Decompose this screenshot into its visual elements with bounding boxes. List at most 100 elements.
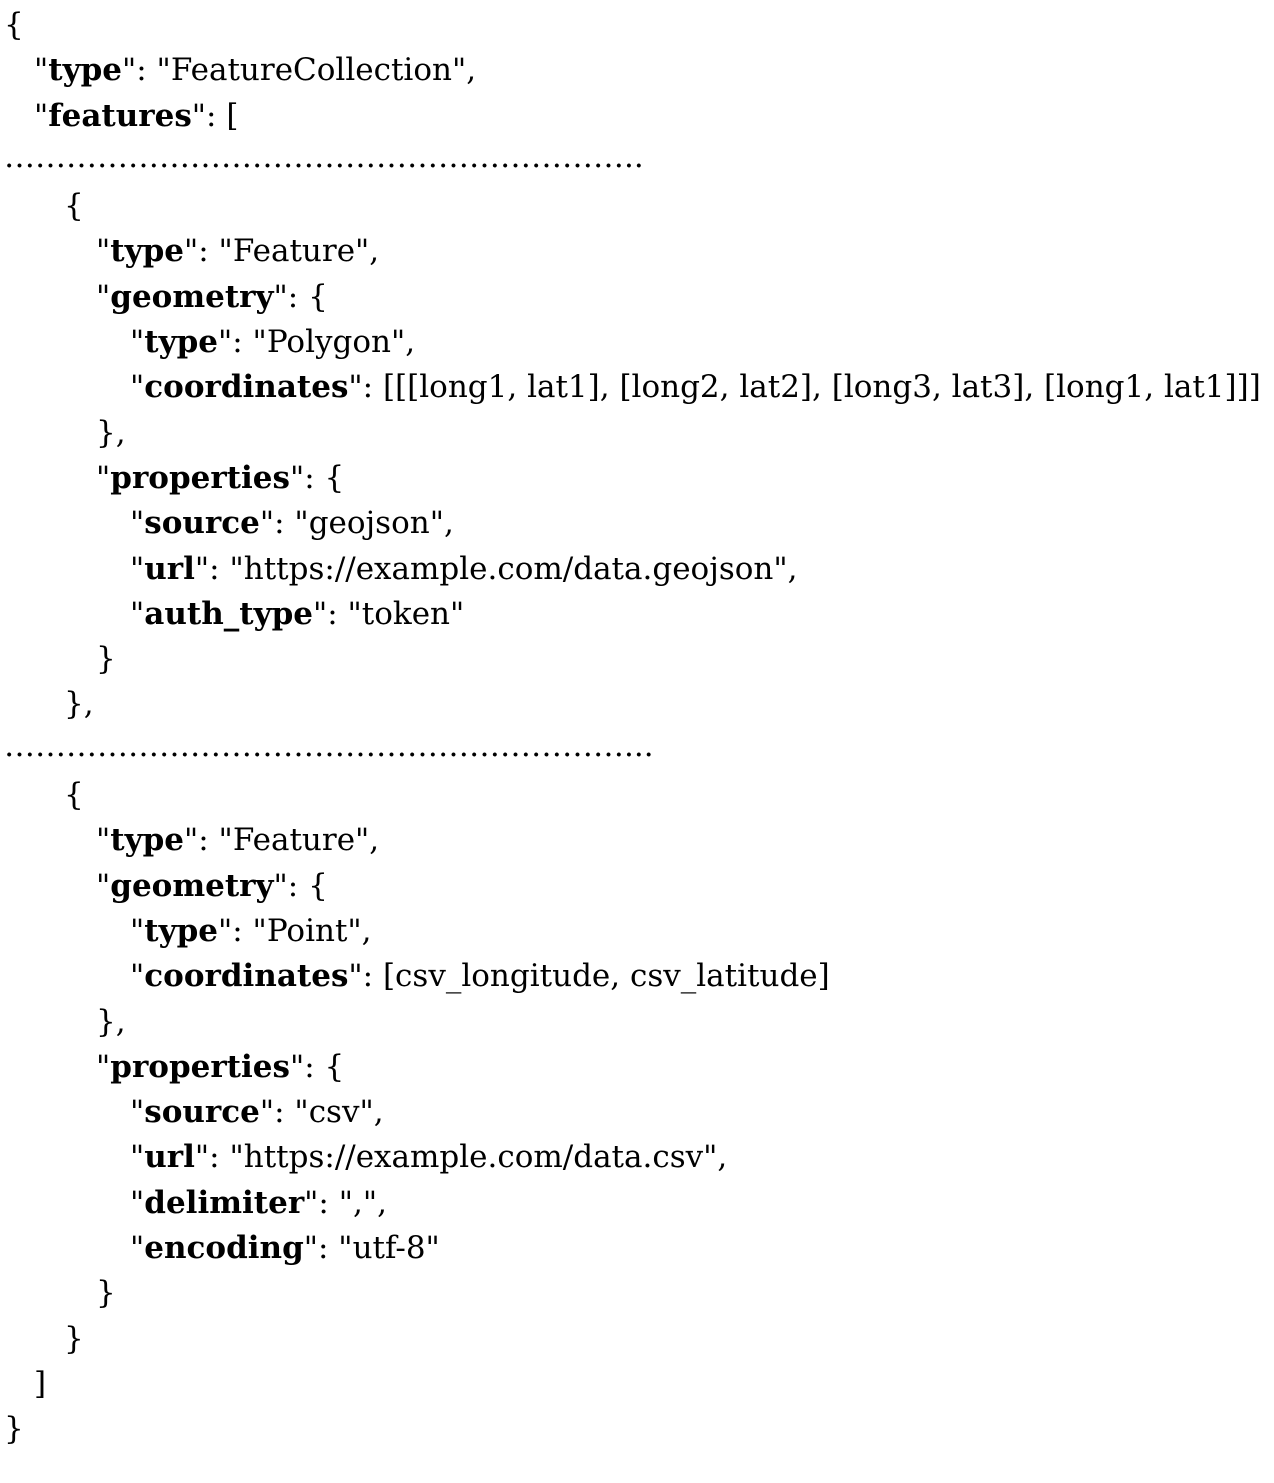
code-text: "	[96, 822, 111, 859]
json-key: coordinates	[144, 958, 349, 995]
code-text: "	[96, 867, 111, 904]
json-value: ": {	[273, 867, 328, 904]
code-text: ……………………………………………………...	[4, 727, 654, 764]
json-key: auth_type	[144, 595, 313, 632]
code-line: "properties": {	[4, 456, 1274, 501]
code-text: },	[64, 686, 94, 723]
code-text: "	[130, 1184, 145, 1221]
code-line: "source": "geojson",	[4, 501, 1274, 546]
json-value: ": "token"	[312, 595, 465, 632]
code-line: "type": "Point",	[4, 909, 1274, 954]
code-line: },	[4, 1000, 1274, 1045]
json-key: properties	[110, 1048, 290, 1085]
json-key: encoding	[144, 1230, 304, 1267]
json-value: ": "FeatureCollection",	[122, 52, 477, 89]
code-text: "	[130, 912, 145, 949]
json-key: features	[48, 97, 192, 134]
code-text: "	[130, 958, 145, 995]
code-line: {	[4, 773, 1274, 818]
json-key: source	[144, 1094, 260, 1131]
code-text: "	[34, 52, 49, 89]
code-line: },	[4, 411, 1274, 456]
code-text: "	[96, 459, 111, 496]
json-value: ": "Feature",	[184, 822, 380, 859]
json-value: ": "Point",	[218, 912, 372, 949]
code-text: "	[130, 505, 145, 542]
json-key: url	[144, 1139, 195, 1176]
code-line: "geometry": {	[4, 275, 1274, 320]
code-line: "type": "Polygon",	[4, 320, 1274, 365]
json-key: coordinates	[144, 369, 349, 406]
json-value: ": {	[273, 278, 328, 315]
json-value: ": [[[long1, lat1], [long2, lat2], [long…	[348, 369, 1261, 406]
ellipsis-separator: ……………………………………………………..	[4, 139, 1274, 184]
code-text: {	[64, 188, 84, 225]
code-text: "	[130, 324, 145, 361]
code-text: "	[34, 97, 49, 134]
json-value: ": "geojson",	[259, 505, 454, 542]
code-text: }	[96, 1275, 116, 1312]
json-key: geometry	[110, 278, 274, 315]
code-line: {	[4, 3, 1274, 48]
code-text: "	[96, 1048, 111, 1085]
json-value: ": "csv",	[259, 1094, 384, 1131]
code-line: "geometry": {	[4, 864, 1274, 909]
code-text: "	[130, 595, 145, 632]
json-key: type	[48, 52, 122, 89]
json-value: ": "https://example.com/data.geojson",	[194, 550, 798, 587]
code-text: }	[4, 1411, 24, 1448]
code-line: {	[4, 184, 1274, 229]
code-line: ]	[4, 1362, 1274, 1407]
code-line: "encoding": "utf-8"	[4, 1226, 1274, 1271]
code-text: },	[96, 1003, 126, 1040]
code-text: ……………………………………………………..	[4, 138, 644, 175]
code-line: }	[4, 1317, 1274, 1362]
code-line: "delimiter": ",",	[4, 1181, 1274, 1226]
code-line: },	[4, 682, 1274, 727]
json-value: ": {	[289, 459, 345, 496]
json-key: delimiter	[144, 1184, 305, 1221]
code-text: {	[64, 777, 84, 814]
json-value: ": "Feature",	[184, 233, 380, 270]
ellipsis-separator: ……………………………………………………...	[4, 728, 1274, 773]
code-text: "	[130, 1230, 145, 1267]
json-key: source	[144, 505, 260, 542]
code-line: "type": "FeatureCollection",	[4, 48, 1274, 93]
code-line: "type": "Feature",	[4, 818, 1274, 863]
code-line: }	[4, 1407, 1274, 1452]
code-line: "source": "csv",	[4, 1090, 1274, 1135]
code-line: "url": "https://example.com/data.csv",	[4, 1135, 1274, 1180]
json-value: ": [csv_longitude, csv_latitude]	[348, 958, 830, 995]
code-text: "	[130, 1094, 145, 1131]
json-key: type	[110, 822, 184, 859]
code-text: "	[130, 1139, 145, 1176]
code-text: ]	[34, 1365, 47, 1402]
code-text: "	[96, 233, 111, 270]
json-value: ": "Polygon",	[218, 324, 416, 361]
json-key: properties	[110, 459, 290, 496]
json-value: ": ",",	[304, 1184, 387, 1221]
code-text: },	[96, 414, 126, 451]
json-key: url	[144, 550, 195, 587]
json-value: ": [	[191, 97, 239, 134]
code-line: "type": "Feature",	[4, 229, 1274, 274]
code-text: "	[130, 369, 145, 406]
code-line: "coordinates": [[[long1, lat1], [long2, …	[4, 365, 1274, 410]
code-line: "coordinates": [csv_longitude, csv_latit…	[4, 954, 1274, 999]
code-text: {	[4, 7, 24, 43]
json-key: type	[110, 233, 184, 270]
json-key: type	[144, 324, 218, 361]
json-value: ": {	[289, 1048, 345, 1085]
code-line: }	[4, 637, 1274, 682]
code-text: "	[130, 550, 145, 587]
code-line: "auth_type": "token"	[4, 592, 1274, 637]
json-key: geometry	[110, 867, 274, 904]
code-text: "	[96, 278, 111, 315]
json-value: ": "utf-8"	[303, 1230, 440, 1267]
code-text: }	[64, 1320, 84, 1357]
code-text: }	[96, 641, 116, 678]
code-line: "properties": {	[4, 1045, 1274, 1090]
code-line: "features": [	[4, 94, 1274, 139]
json-key: type	[144, 912, 218, 949]
code-line: }	[4, 1271, 1274, 1316]
